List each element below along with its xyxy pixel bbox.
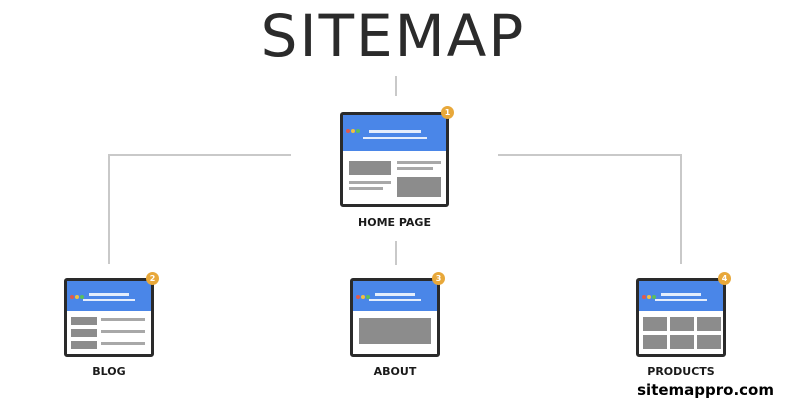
window-dots bbox=[642, 284, 657, 303]
window-dots bbox=[356, 284, 371, 303]
browser-header bbox=[343, 115, 446, 151]
label-blog: BLOG bbox=[92, 365, 126, 378]
label-products: PRODUCTS bbox=[647, 365, 715, 378]
page-title: SITEMAP bbox=[260, 2, 526, 70]
browser-header bbox=[353, 281, 437, 311]
content-block bbox=[359, 318, 431, 344]
connector-home-about bbox=[395, 241, 397, 265]
products-card[interactable] bbox=[636, 278, 726, 357]
content-block bbox=[397, 177, 441, 197]
badge-about: 3 bbox=[432, 272, 445, 285]
label-about: ABOUT bbox=[373, 365, 417, 378]
connector-home-left bbox=[108, 154, 291, 156]
window-dots bbox=[346, 118, 361, 137]
home-page-card[interactable] bbox=[340, 112, 449, 207]
browser-header bbox=[639, 281, 723, 311]
badge-home: 1 bbox=[441, 106, 454, 119]
window-dots bbox=[70, 284, 85, 303]
connector-right-down bbox=[680, 154, 682, 264]
content-block bbox=[349, 161, 391, 175]
label-home-page: HOME PAGE bbox=[358, 216, 431, 229]
browser-header bbox=[67, 281, 151, 311]
connector-home-right bbox=[498, 154, 682, 156]
badge-products: 4 bbox=[718, 272, 731, 285]
blog-card[interactable] bbox=[64, 278, 154, 357]
connector-left-down bbox=[108, 154, 110, 264]
footer-url[interactable]: sitemappro.com bbox=[637, 381, 774, 399]
about-card[interactable] bbox=[350, 278, 440, 357]
badge-blog: 2 bbox=[146, 272, 159, 285]
connector-title-home bbox=[395, 76, 397, 96]
